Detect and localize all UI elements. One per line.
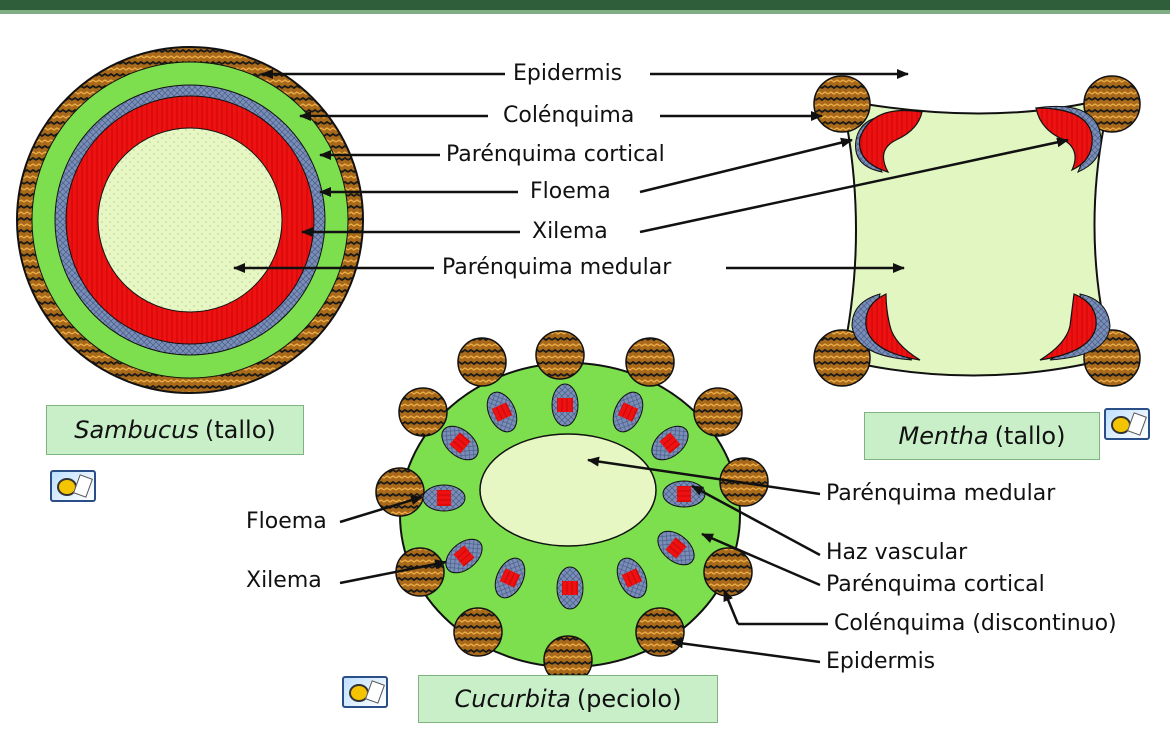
cucurbita-petiole [376, 331, 768, 684]
label-epidermis: Epidermis [513, 61, 622, 87]
caption-cucurbita: Cucurbita (peciolo) [418, 675, 718, 723]
caption-cucurbita-name: Cucurbita [455, 685, 571, 713]
sambucus-pith [98, 128, 282, 312]
label-cucurbita-haz-vascular: Haz vascular [826, 540, 967, 566]
label-cucurbita-floema: Floema [246, 509, 327, 535]
sambucus-stem [17, 47, 363, 393]
label-cucurbita-xilema: Xilema [246, 568, 322, 594]
camera-icon[interactable] [1104, 408, 1150, 440]
label-cucurbita-colenquima: Colénquima (discontinuo) [834, 611, 1117, 637]
cucurbita-pith [480, 434, 656, 546]
label-parenquima-medular: Parénquima medular [442, 255, 671, 281]
caption-sambucus-part: (tallo) [205, 416, 276, 444]
label-cucurbita-parenquima-medular: Parénquima medular [826, 481, 1055, 507]
label-parenquima-cortical: Parénquima cortical [446, 142, 665, 168]
caption-mentha: Mentha (tallo) [864, 412, 1100, 460]
label-floema: Floema [530, 179, 611, 205]
camera-icon[interactable] [50, 470, 96, 502]
label-cucurbita-parenquima-cortical: Parénquima cortical [826, 572, 1045, 598]
mentha-colenchyma-tl [814, 76, 870, 132]
mentha-stem [814, 76, 1140, 386]
camera-icon[interactable] [342, 676, 388, 708]
caption-mentha-part: (tallo) [995, 422, 1066, 450]
caption-sambucus: Sambucus (tallo) [46, 405, 304, 455]
caption-mentha-name: Mentha [899, 422, 989, 450]
caption-cucurbita-part: (peciolo) [577, 685, 682, 713]
label-colenquima: Colénquima [503, 103, 634, 129]
label-xilema: Xilema [532, 219, 608, 245]
label-cucurbita-epidermis: Epidermis [826, 649, 935, 675]
caption-sambucus-name: Sambucus [74, 416, 199, 444]
